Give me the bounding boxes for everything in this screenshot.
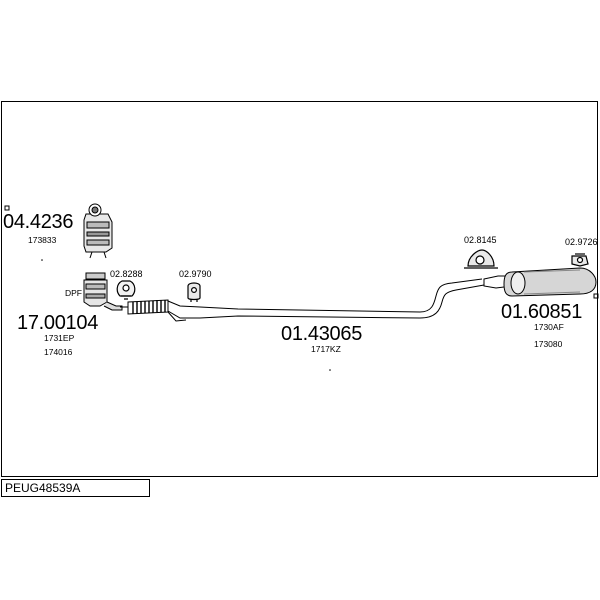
- rear-silencer-ref2: 173080: [534, 339, 563, 349]
- clamp-number: 02.8288: [110, 269, 143, 279]
- dpf-ref2: 174016: [44, 347, 73, 357]
- dpf-number: 17.00104: [17, 312, 99, 334]
- middle-pipe-shape: [168, 279, 484, 321]
- hanger-b-number: 02.8145: [464, 235, 497, 245]
- cat-converter-ref: 173833: [28, 235, 57, 245]
- cat-converter-number: 04.4236: [3, 211, 74, 233]
- marker-silencer: [593, 293, 599, 299]
- clamp-shape: [117, 281, 135, 299]
- assembly-code: PEUG48539A: [5, 481, 81, 495]
- diagram-frame: [1, 101, 598, 477]
- dot-mark: [41, 259, 43, 261]
- hanger-a-number: 02.9790: [179, 269, 212, 279]
- catalytic-converter-shape: [84, 204, 112, 258]
- dpf-ref1: 1731EP: [44, 333, 75, 343]
- rubber-hanger-b-shape: [464, 250, 498, 268]
- assembly-code-box: PEUG48539A: [1, 479, 150, 497]
- middle-pipe-ref: 1717KZ: [311, 344, 341, 354]
- rubber-hanger-c-shape: [572, 254, 588, 266]
- hanger-c-number: 02.9726: [565, 237, 598, 247]
- dpf-tag: DPF: [65, 288, 82, 298]
- rubber-hanger-a-shape: [188, 283, 200, 302]
- flex-pipe-shape: [120, 300, 168, 314]
- dpf-shape: [84, 273, 122, 310]
- rear-silencer-number: 01.60851: [501, 301, 583, 323]
- dot-mark-center: [329, 369, 331, 371]
- rear-silencer-shape: [484, 268, 596, 296]
- marker-cat: [4, 205, 10, 211]
- rear-silencer-ref1: 1730AF: [534, 322, 564, 332]
- middle-pipe-number: 01.43065: [281, 323, 363, 345]
